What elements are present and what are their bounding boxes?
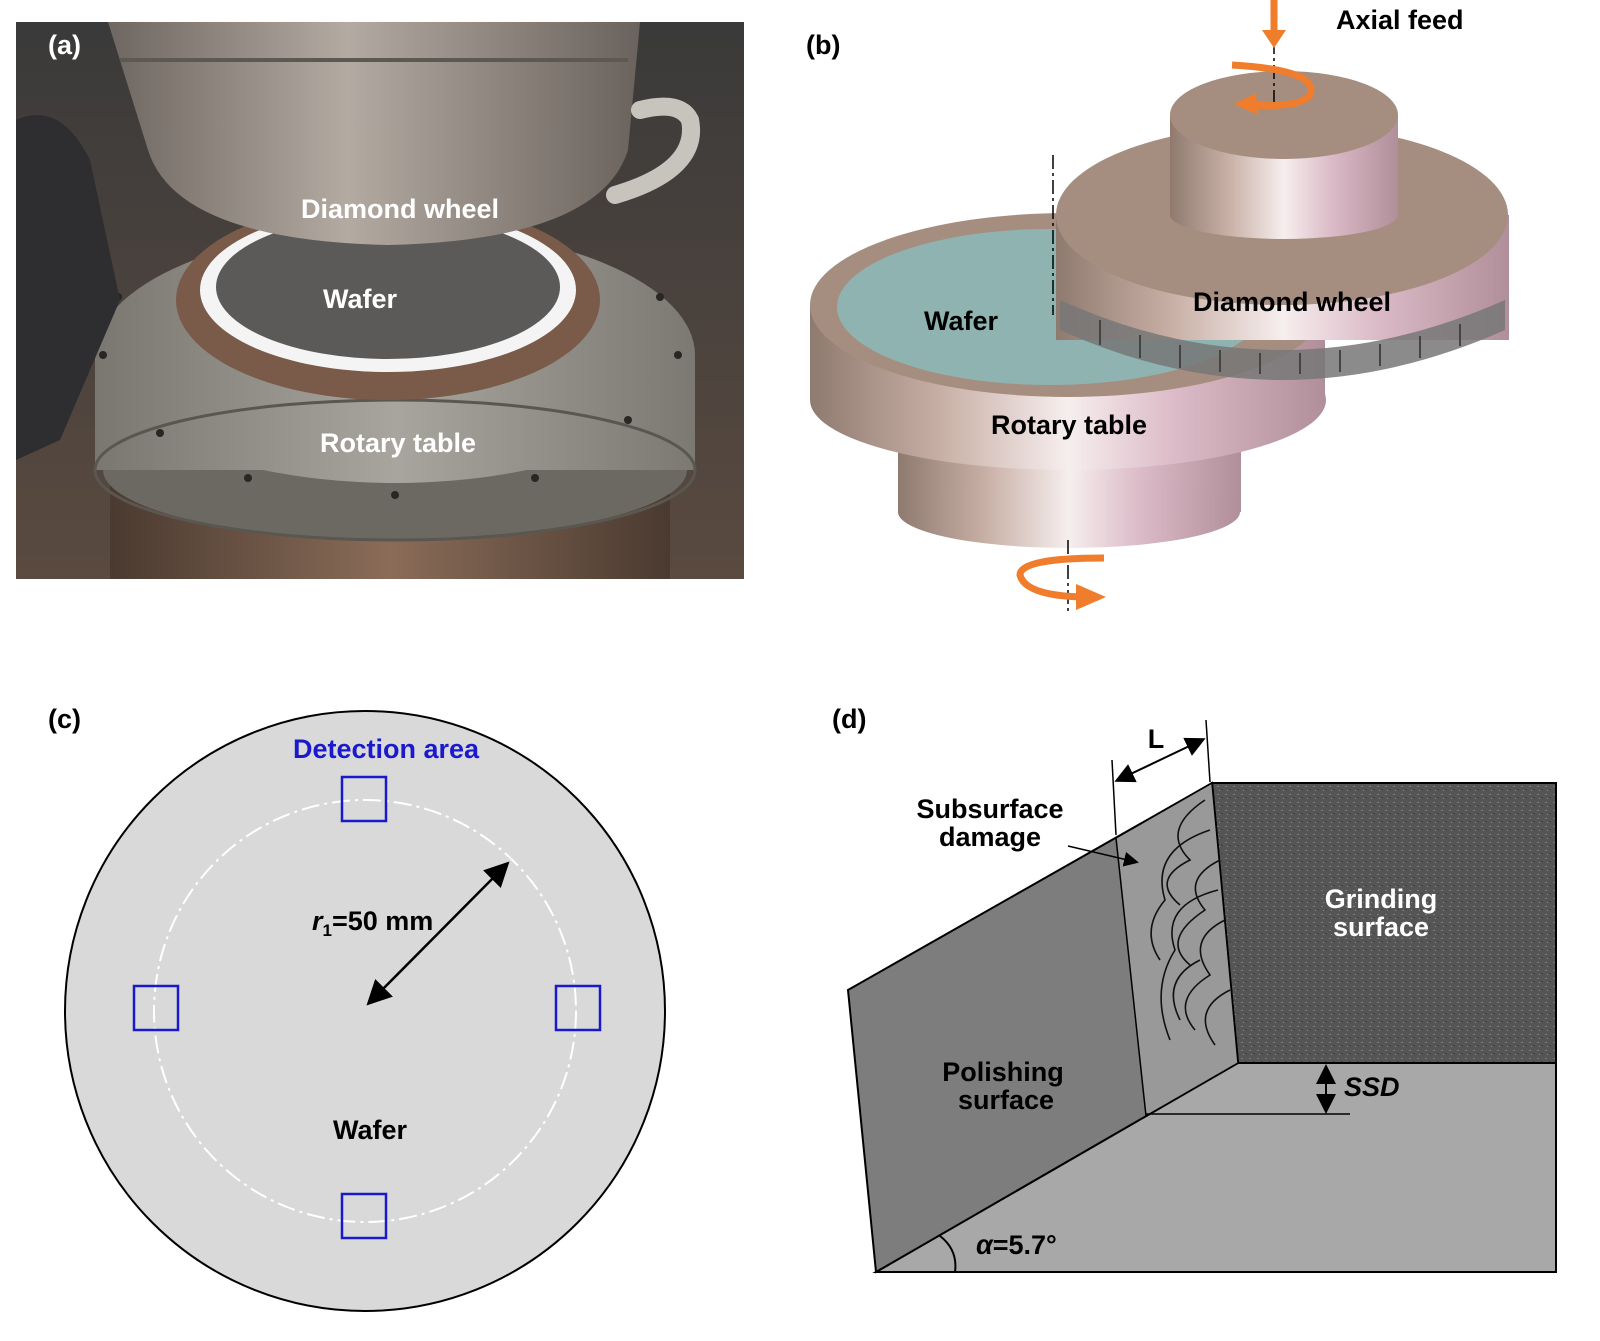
wheel-rotation-arrow [1231, 61, 1315, 110]
angle-value: =5.7° [993, 1230, 1057, 1260]
panel-b: (b) [806, 0, 1509, 612]
label-detection-area: Detection area [293, 734, 480, 764]
label-grinding-2: surface [1333, 912, 1429, 942]
spindle-top [1170, 71, 1398, 159]
panel-c-tag: (c) [48, 704, 81, 734]
radius-value: =50 mm [332, 906, 433, 936]
wafer-disc [64, 710, 666, 1312]
angle-symbol: α [976, 1230, 994, 1260]
panel-a-tag: (a) [48, 30, 81, 60]
detection-squares [132, 775, 602, 1240]
detection-square-top [340, 775, 388, 823]
crack-lines [1150, 799, 1231, 1046]
label-polishing-2: surface [958, 1085, 1054, 1115]
label-diamond-wheel: Diamond wheel [301, 194, 499, 224]
detection-circle [153, 799, 577, 1223]
panel-a: (a) Diamond wheel Wafer Rotary table [16, 22, 744, 579]
wafer-surface [216, 215, 560, 359]
diamond-wheel-photo [108, 22, 640, 245]
label-polishing-1: Polishing [942, 1057, 1064, 1087]
detection-square-left [132, 984, 180, 1032]
angle-arc [939, 1235, 957, 1273]
label-subsurface-2: damage [939, 822, 1041, 852]
radius-subscript: 1 [323, 921, 332, 940]
label-angle: α=5.7° [976, 1230, 1057, 1260]
panel-b-tag: (b) [806, 30, 840, 60]
detection-square-right [554, 984, 602, 1032]
label-wafer-c: Wafer [333, 1115, 408, 1145]
radius-arrow [366, 861, 510, 1006]
label-subsurface-1: Subsurface [916, 794, 1063, 824]
subsurface-pointer [1067, 845, 1139, 867]
label-diamond-wheel-3d: Diamond wheel [1193, 287, 1391, 317]
panel-d-tag: (d) [832, 704, 866, 734]
panel-c: (c) Detection area r1=50 mm Wafer [48, 704, 666, 1312]
length-arrow [1114, 737, 1206, 783]
label-wafer: Wafer [323, 284, 398, 314]
grinding-segments [1060, 300, 1505, 380]
label-rotary-table: Rotary table [320, 428, 476, 458]
panel-d: (d) L Subsurface damage [832, 704, 1557, 1274]
radius-symbol: r [312, 906, 324, 936]
label-grinding-1: Grinding [1325, 884, 1437, 914]
table-rotation-arrow [1016, 554, 1105, 601]
label-ssd: SSD [1344, 1072, 1400, 1102]
coolant-hose [606, 97, 700, 204]
label-radius: r1=50 mm [312, 906, 433, 940]
detection-square-bottom [340, 1192, 388, 1240]
label-rotary-table-3d: Rotary table [991, 410, 1147, 440]
label-length: L [1148, 724, 1165, 754]
label-wafer-3d: Wafer [924, 306, 999, 336]
label-axial-feed: Axial feed [1336, 5, 1464, 35]
